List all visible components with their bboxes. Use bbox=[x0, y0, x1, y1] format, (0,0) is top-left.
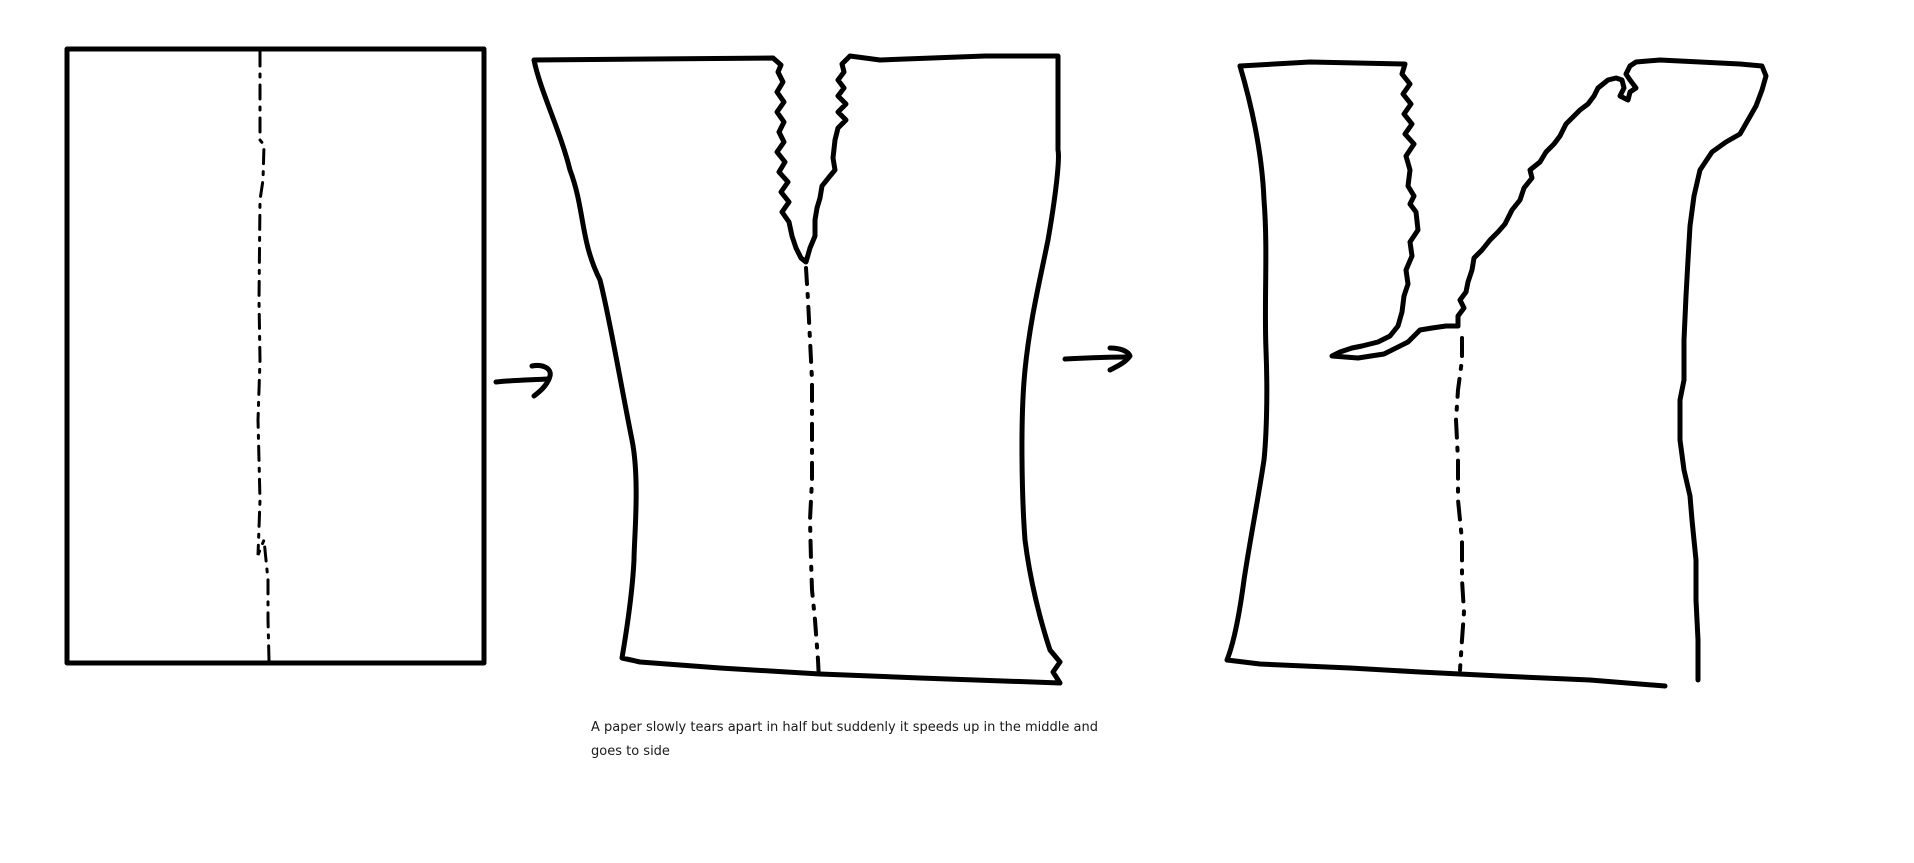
stage-2-partially-torn-paper bbox=[531, 53, 1063, 686]
right-piece-outline bbox=[1455, 57, 1769, 683]
planned-tear-line bbox=[256, 50, 271, 662]
paper-outline bbox=[64, 46, 487, 666]
stage-1-intact-paper bbox=[64, 46, 487, 666]
stage-3-tear-veers-sideways bbox=[1224, 57, 1769, 689]
left-half-outline bbox=[531, 53, 1063, 686]
caption: A paper slowly tears apart in half but s… bbox=[591, 716, 1111, 764]
caption-line-1: A paper slowly tears apart in half but s… bbox=[591, 720, 1098, 735]
arrow-to-stage-3 bbox=[1062, 345, 1133, 373]
arrow-to-stage-2 bbox=[493, 363, 553, 399]
left-piece-top-and-tear-edge bbox=[1237, 59, 1461, 361]
remaining-tear-line bbox=[804, 266, 821, 682]
caption-line-2: goes to side bbox=[591, 744, 670, 759]
remaining-tear-line bbox=[1453, 336, 1467, 672]
left-piece-outline bbox=[1224, 63, 1668, 689]
